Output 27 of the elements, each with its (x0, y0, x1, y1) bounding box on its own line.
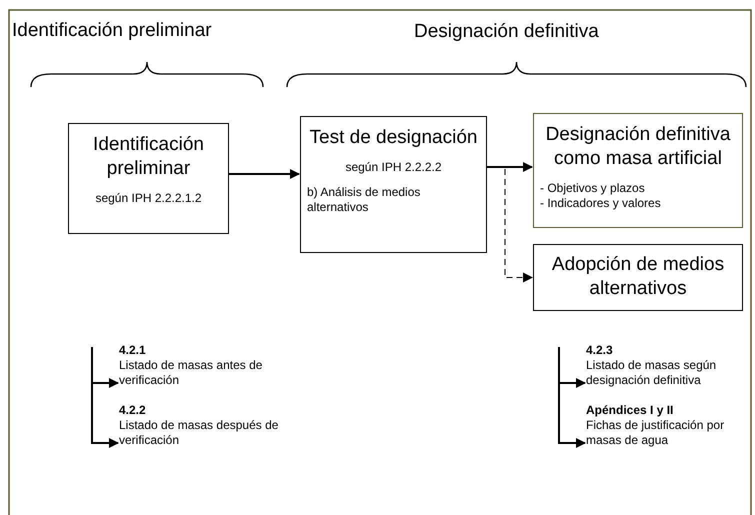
output-description: Fichas de justificación por masas de agua (586, 418, 726, 448)
box-title: Designación definitiva como masa artificial (544, 123, 732, 171)
arrow (487, 162, 533, 172)
section-heading: Identificación preliminar (12, 20, 212, 42)
arrow (558, 347, 586, 448)
box-text: - Indicadores y valores (540, 196, 662, 211)
section-number: 4.2.1 (119, 343, 147, 358)
process-box (533, 244, 743, 311)
arrow (91, 347, 119, 448)
section-heading: Designación definitiva (414, 21, 599, 43)
process-box (533, 113, 743, 228)
box-text: - Objetivos y plazos (540, 181, 646, 196)
output-description: Listado de masas después de verificación (119, 418, 280, 448)
box-title: Test de designación (308, 126, 478, 150)
arrow (229, 169, 300, 179)
section-number: Apéndices I y II (586, 403, 674, 418)
section-number: 4.2.2 (119, 403, 147, 418)
box-text: según IPH 2.2.2.2 (344, 160, 443, 175)
output-description: Listado de masas antes de verificación (119, 358, 264, 388)
box-title: Adopción de medios alternativos (550, 253, 726, 301)
box-text: b) Análisis de medios alternativos (307, 185, 422, 215)
process-box (68, 123, 229, 234)
section-number: 4.2.3 (586, 343, 614, 358)
box-text: según IPH 2.2.2.1.2 (94, 191, 203, 206)
output-description: Listado de masas según designación definitiva (586, 358, 718, 388)
box-title: Identificación preliminar (92, 133, 205, 181)
process-box (300, 116, 487, 253)
